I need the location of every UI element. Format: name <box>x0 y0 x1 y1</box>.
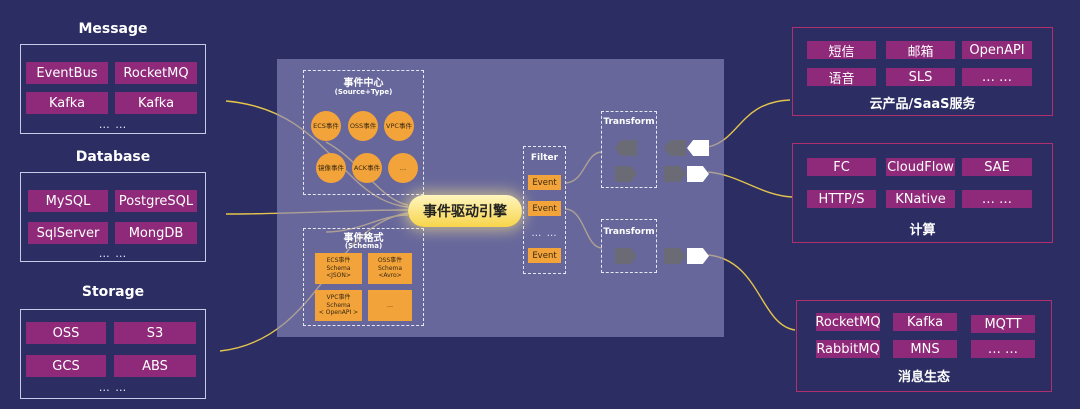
output-arrow-3b <box>687 248 709 264</box>
target-cloudflow: CloudFlow <box>886 158 955 176</box>
target-fc: FC <box>807 158 876 176</box>
storage-item-abs: ABS <box>114 355 196 377</box>
filter-box <box>523 146 566 274</box>
target-mns: MNS <box>893 340 957 358</box>
target-openapi: OpenAPI <box>962 41 1032 59</box>
event-center-subtitle: (Source+Type) <box>334 88 393 96</box>
output-arrow-2a <box>664 166 686 182</box>
filter-title: Filter <box>530 153 559 163</box>
transform-1-out-arrow <box>615 166 637 182</box>
transform-box-1 <box>601 111 657 188</box>
event-driven-engine: 事件驱动引擎 <box>408 195 522 227</box>
database-item-mysql: MySQL <box>28 190 108 212</box>
event-center-title: 事件中心 <box>343 78 384 89</box>
database-title: Database <box>75 149 151 165</box>
target-kafka: Kafka <box>893 313 957 331</box>
message-item-kafka: Kafka <box>26 92 108 114</box>
filter-event-2: Event <box>528 201 561 216</box>
output-arrow-1b <box>687 140 709 156</box>
image-event-circle: 镜像事件 <box>316 153 346 183</box>
output-arrow-3a <box>664 248 686 264</box>
messaging-title: 消息生态 <box>897 370 950 385</box>
more-schema-note: … <box>368 290 412 321</box>
cloud-products-group <box>792 27 1053 116</box>
transform-box-2 <box>601 219 657 273</box>
target-compute-more: … … <box>962 190 1032 208</box>
target-sms: 短信 <box>807 41 876 60</box>
filter-dots: … … <box>531 228 558 239</box>
database-item-postgresql: PostgreSQL <box>115 190 197 212</box>
message-more: … … <box>98 118 128 131</box>
target-rocketmq: RocketMQ <box>815 313 881 331</box>
event-schema-title: 事件格式 <box>343 233 384 244</box>
transform-1-in-arrow <box>615 140 637 156</box>
message-item-eventbus: EventBus <box>26 62 108 84</box>
more-event-circle: … <box>388 153 418 183</box>
compute-title: 计算 <box>909 223 936 238</box>
target-http: HTTP/S <box>807 190 876 208</box>
event-center-box <box>303 70 424 195</box>
output-arrow-1a <box>664 140 686 156</box>
message-title: Message <box>78 21 148 37</box>
target-mqtt: MQTT <box>971 315 1035 333</box>
output-arrow-2b <box>687 166 709 182</box>
filter-event-1: Event <box>528 175 561 190</box>
compute-group <box>792 143 1053 243</box>
database-item-mongdb: MongDB <box>115 222 197 244</box>
storage-item-gcs: GCS <box>26 355 106 377</box>
target-knative: KNative <box>886 190 955 208</box>
target-voice: 语音 <box>807 68 876 87</box>
database-more: … … <box>98 247 128 260</box>
database-group <box>20 172 206 262</box>
target-messaging-more: … … <box>971 340 1035 358</box>
target-sls: SLS <box>886 68 955 86</box>
storage-item-oss: OSS <box>26 322 106 344</box>
event-schema-box <box>303 228 424 326</box>
message-item-rocketmq: RocketMQ <box>115 62 197 84</box>
filter-event-3: Event <box>528 248 561 263</box>
database-item-sqlserver: SqlServer <box>28 222 108 244</box>
target-cloud-more: … … <box>962 68 1032 86</box>
transform-title-2: Transform <box>603 227 655 237</box>
target-sae: SAE <box>962 158 1032 176</box>
message-item-kafka-2: Kafka <box>115 92 197 114</box>
storage-group <box>20 309 206 399</box>
messaging-group <box>796 300 1052 392</box>
transform-2-arrow <box>615 248 637 264</box>
storage-title: Storage <box>81 284 145 300</box>
storage-more: … … <box>98 381 128 394</box>
message-group <box>20 44 206 134</box>
storage-item-s3: S3 <box>114 322 196 344</box>
cloud-products-title: 云产品/SaaS服务 <box>869 97 976 112</box>
target-email: 邮箱 <box>886 41 955 60</box>
transform-title-1: Transform <box>603 117 655 127</box>
event-schema-subtitle: (Schema) <box>344 242 383 250</box>
target-rabbitmq: RabbitMQ <box>816 340 880 358</box>
